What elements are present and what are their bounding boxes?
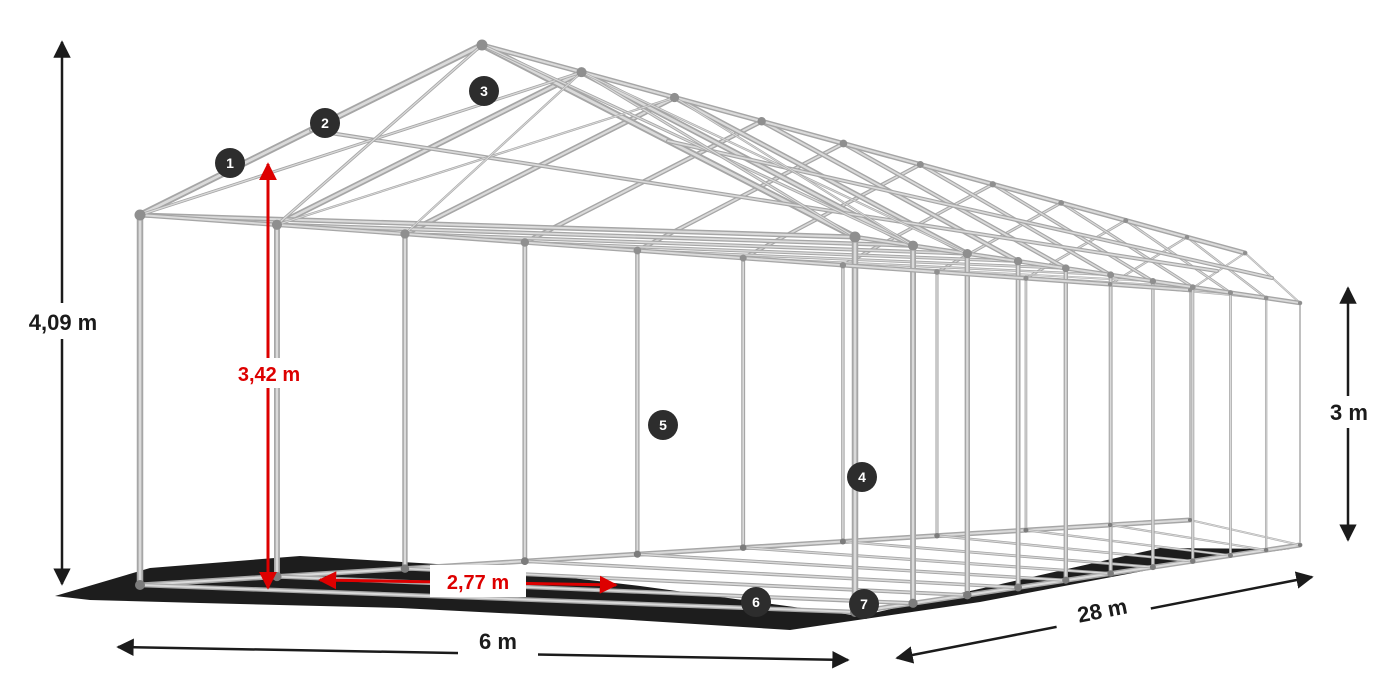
label-plate (1320, 396, 1378, 428)
part-badge-number: 7 (860, 596, 868, 612)
part-badge: 2 (310, 108, 340, 138)
part-badge: 1 (215, 148, 245, 178)
part-badge-number: 3 (480, 83, 488, 99)
length-label-group: 28 m (1051, 581, 1153, 633)
label-plate (458, 623, 538, 657)
frame-joints (134, 39, 1302, 617)
part-badge: 6 (741, 587, 771, 617)
part-badge: 4 (847, 462, 877, 492)
label-plate (12, 303, 114, 339)
part-badges: 1 2 3 4 5 6 7 (215, 76, 879, 619)
part-badge-number: 6 (752, 594, 760, 610)
part-badge-number: 4 (858, 469, 866, 485)
ground-shadow (55, 548, 1290, 630)
total-height-label: 4,09 m (29, 310, 98, 335)
dimension-annotations: 4,09 m 3,42 m 2,77 m 6 m 28 m 3 m (12, 40, 1378, 669)
part-badge-number: 5 (659, 417, 667, 433)
width-label: 6 m (479, 629, 517, 654)
part-badge-number: 1 (226, 155, 234, 171)
part-badge: 5 (648, 410, 678, 440)
steel-frame-wireframe (136, 41, 1303, 616)
label-plate (430, 565, 526, 597)
part-badge: 3 (469, 76, 499, 106)
part-badge-number: 2 (321, 115, 329, 131)
label-plate (224, 358, 314, 388)
side-height-label: 3 m (1330, 400, 1368, 425)
part-badge: 7 (849, 589, 879, 619)
inner-height-label: 3,42 m (238, 364, 300, 386)
bay-spacing-label: 2,77 m (447, 572, 509, 594)
label-plate (1051, 581, 1153, 633)
